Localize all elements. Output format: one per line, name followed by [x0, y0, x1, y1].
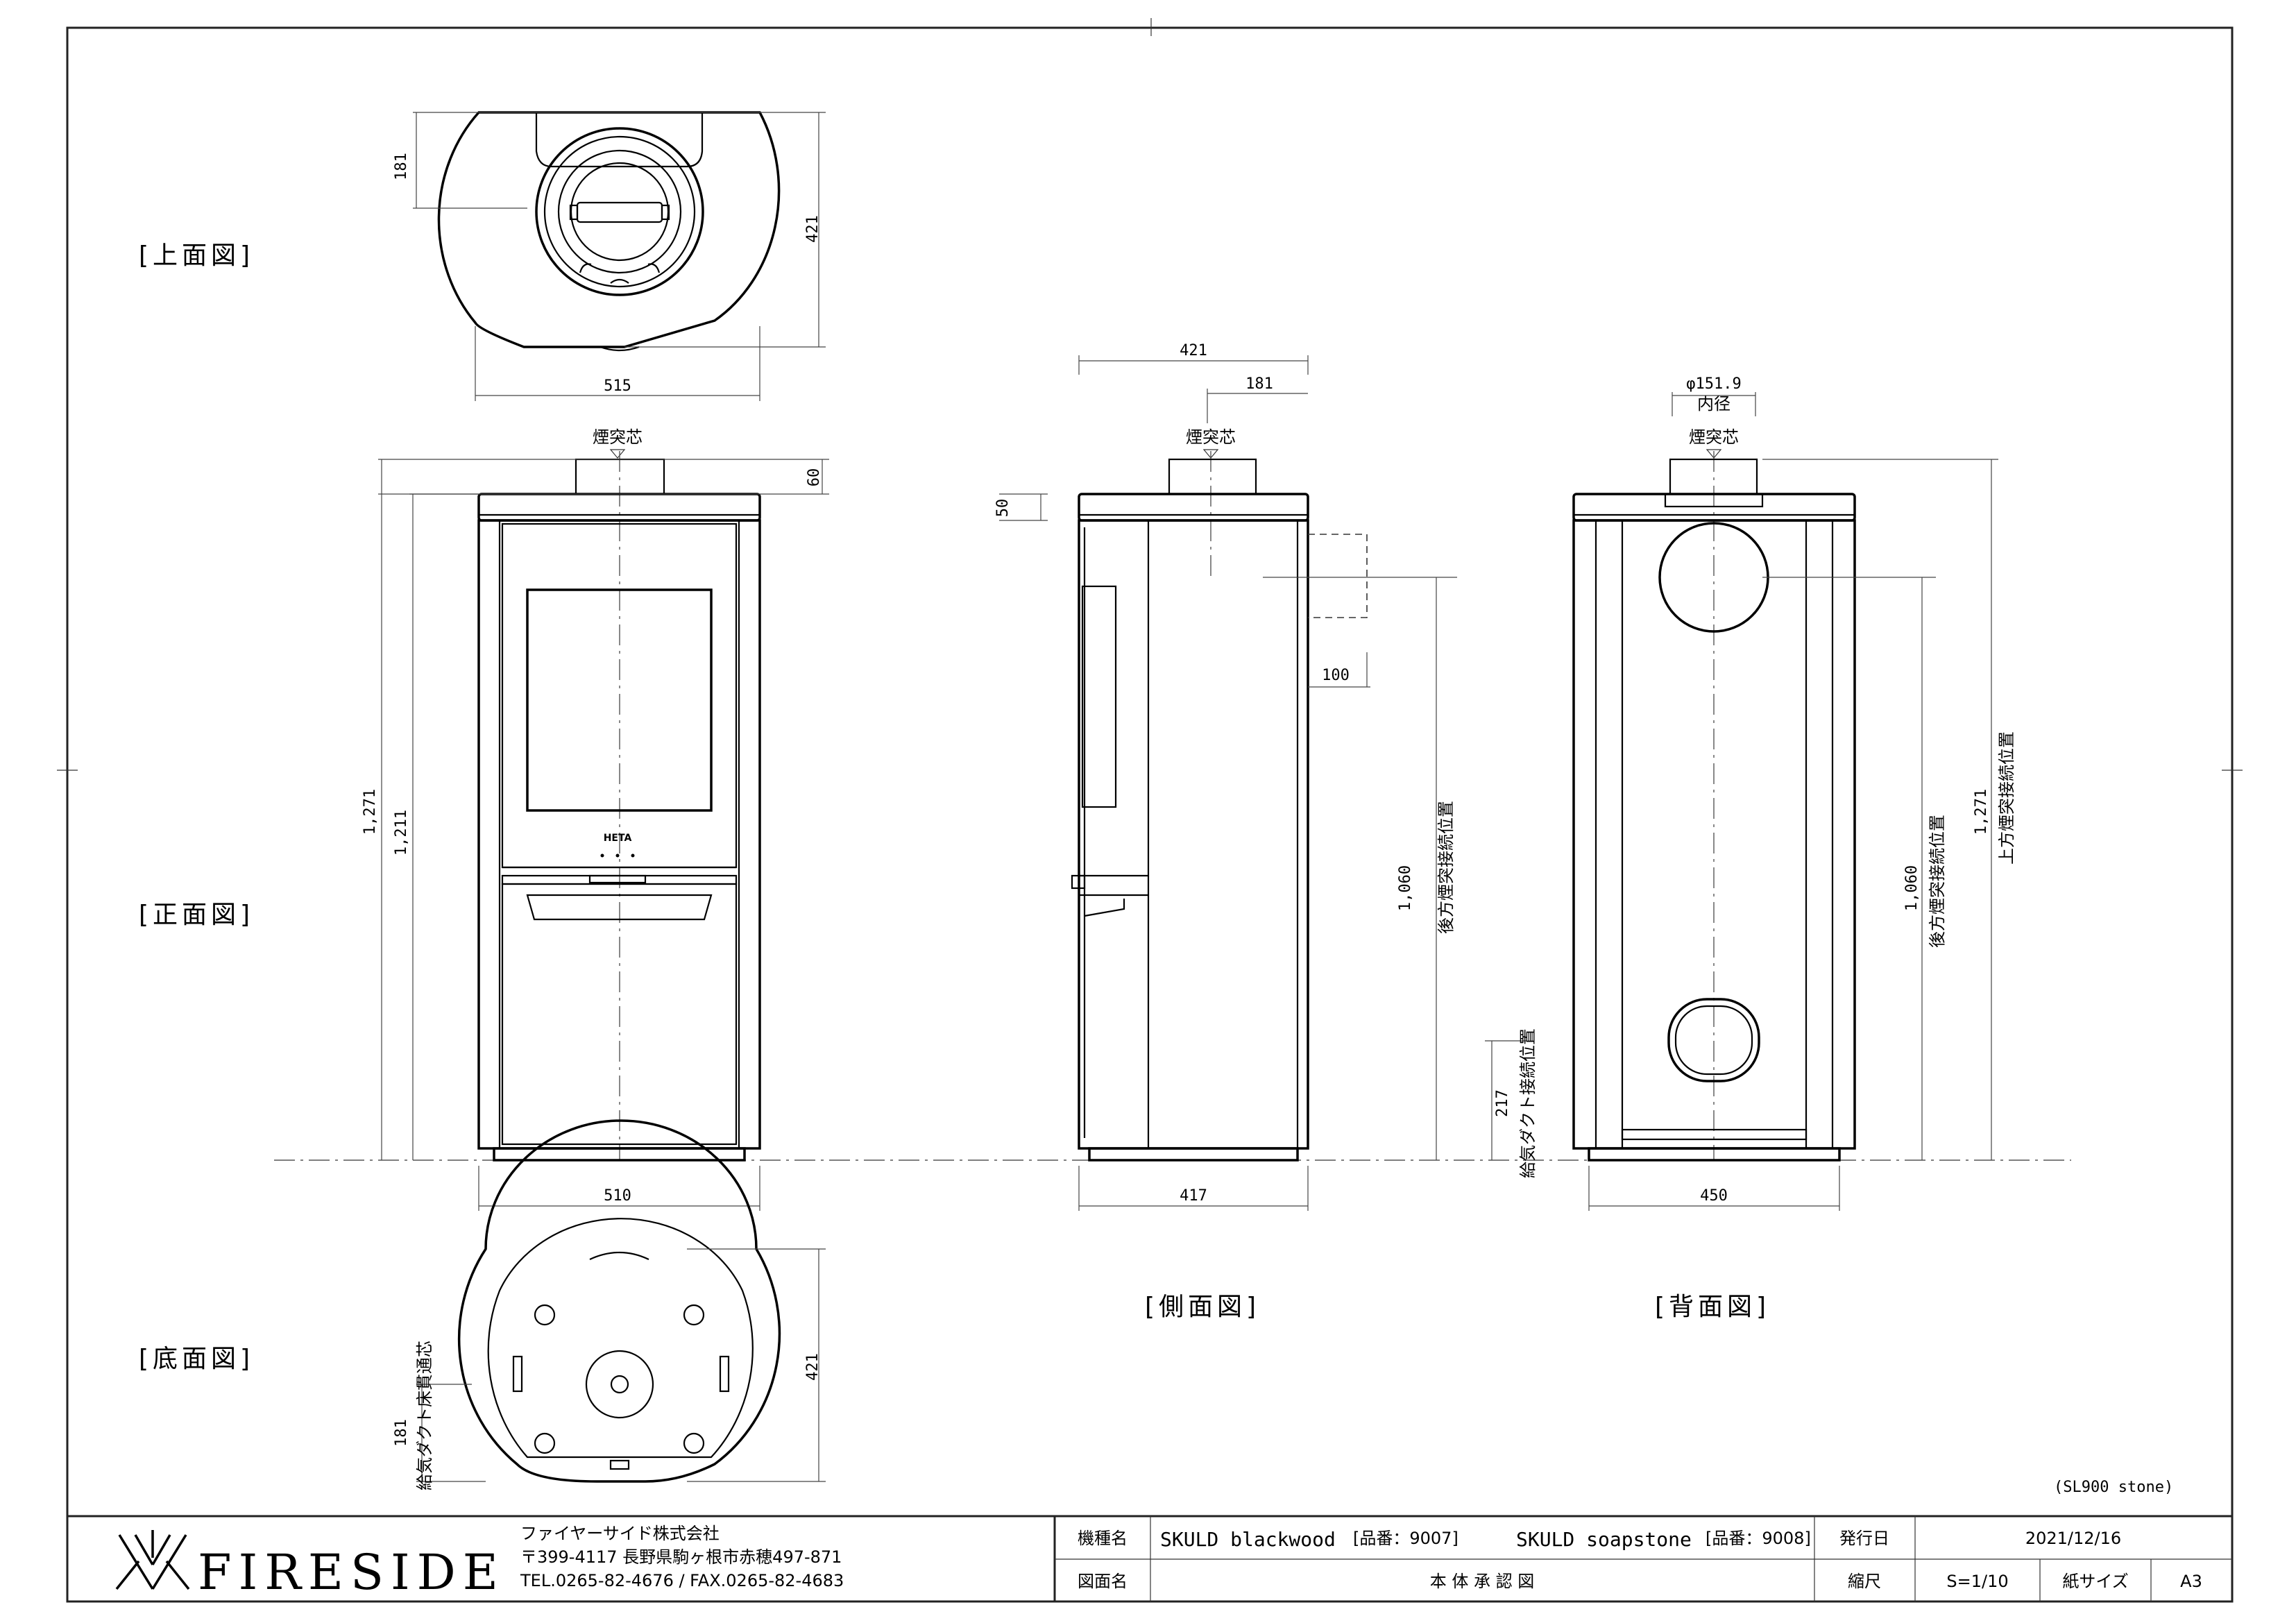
side-view: 421 181 煙突芯 50 100 1,060 後方煙突接続位置 217 給気…	[994, 342, 1538, 1211]
top-view: 181 421 515	[393, 111, 826, 401]
dim-front-top-height: 60	[806, 468, 823, 487]
bottom-view: 421 181 給気ダクト床貫通芯	[393, 1119, 826, 1490]
dim-top-depth: 421	[804, 215, 822, 243]
chimney-center-front: 煙突芯	[593, 427, 643, 447]
door-badge: HETA	[604, 833, 632, 844]
front-view: 煙突芯 HETA 1,271 1,211 60 510	[362, 427, 829, 1211]
label-side-air: 給気ダクト接続位置	[1518, 1028, 1538, 1178]
issue-date: 2021/12/16	[2025, 1529, 2121, 1548]
dim-side-top-height: 50	[994, 499, 1012, 518]
view-title-back: [背面図]	[1655, 1293, 1770, 1321]
chimney-center-side: 煙突芯	[1186, 427, 1236, 447]
dim-side-offset: 181	[1245, 375, 1273, 393]
model-note: (SL900 stone)	[2054, 1479, 2173, 1496]
dim-front-body-height: 1,211	[393, 810, 410, 856]
back-view: φ151.9 内径 煙突芯 1,060 後方煙突接続位置 1,271 上方煙突接…	[1572, 375, 2016, 1211]
drawing-label: 図面名	[1078, 1572, 1128, 1591]
scale-value: S=1/10	[1946, 1572, 2008, 1591]
dim-side-depth: 421	[1180, 342, 1207, 359]
drawing-name: 本 体 承 認 図	[1430, 1572, 1535, 1591]
dim-side-duct: 100	[1322, 667, 1350, 684]
view-title-front: [正面図]	[139, 901, 254, 929]
dim-side-rear-outlet-height: 1,060	[1397, 865, 1414, 911]
dim-front-total-height: 1,271	[362, 789, 379, 835]
label-back-top: 上方煙突接続位置	[1997, 731, 2016, 865]
dim-bottom-depth: 421	[804, 1353, 822, 1381]
dim-front-base-width: 510	[604, 1187, 631, 1205]
dim-back-diameter: φ151.9	[1686, 375, 1741, 393]
model-1-code: [品番：9007]	[1353, 1529, 1459, 1548]
view-title-top: [上面図]	[139, 241, 254, 270]
dim-side-air-height: 217	[1494, 1089, 1511, 1117]
dim-back-inner: 内径	[1697, 394, 1730, 414]
dim-top-offset: 181	[393, 153, 410, 180]
scale-label: 縮尺	[1848, 1572, 1881, 1591]
company-address: 〒399-4117 長野県駒ヶ根市赤穂497-871	[520, 1547, 842, 1567]
label-bottom-offset: 給気ダクト床貫通芯	[415, 1341, 434, 1490]
dim-back-base-width: 450	[1700, 1187, 1728, 1205]
paper-label: 紙サイズ	[2062, 1572, 2128, 1591]
logo-text: FIRESIDE	[198, 1544, 505, 1601]
dim-bottom-offset: 181	[393, 1419, 410, 1447]
label-side-rear-outlet: 後方煙突接続位置	[1436, 801, 1456, 934]
model-2: SKULD soapstone	[1516, 1528, 1692, 1551]
label-back-rear-outlet: 後方煙突接続位置	[1928, 815, 1947, 948]
dim-side-base-width: 417	[1180, 1187, 1207, 1205]
title-block: FIRESIDE ファイヤーサイド株式会社 〒399-4117 長野県駒ヶ根市赤…	[67, 1515, 2232, 1601]
chimney-center-back: 煙突芯	[1689, 427, 1739, 447]
logo-mark-icon	[115, 1530, 190, 1590]
view-title-bottom: [底面図]	[139, 1345, 254, 1373]
company-name: ファイヤーサイド株式会社	[520, 1524, 720, 1543]
model-label: 機種名	[1078, 1529, 1128, 1548]
model-1: SKULD blackwood	[1160, 1528, 1336, 1551]
drawing-frame	[57, 18, 2243, 1603]
model-2-code: [品番：9008]	[1706, 1529, 1811, 1548]
paper-value: A3	[2180, 1572, 2202, 1591]
view-title-side: [側面図]	[1145, 1293, 1260, 1321]
dim-back-top-height: 1,271	[1973, 789, 1990, 835]
issue-label: 発行日	[1839, 1529, 1889, 1548]
dim-top-width: 515	[604, 377, 631, 395]
dim-back-rear-outlet-height: 1,060	[1903, 865, 1921, 911]
company-contact: TEL.0265-82-4676 / FAX.0265-82-4683	[520, 1571, 844, 1590]
